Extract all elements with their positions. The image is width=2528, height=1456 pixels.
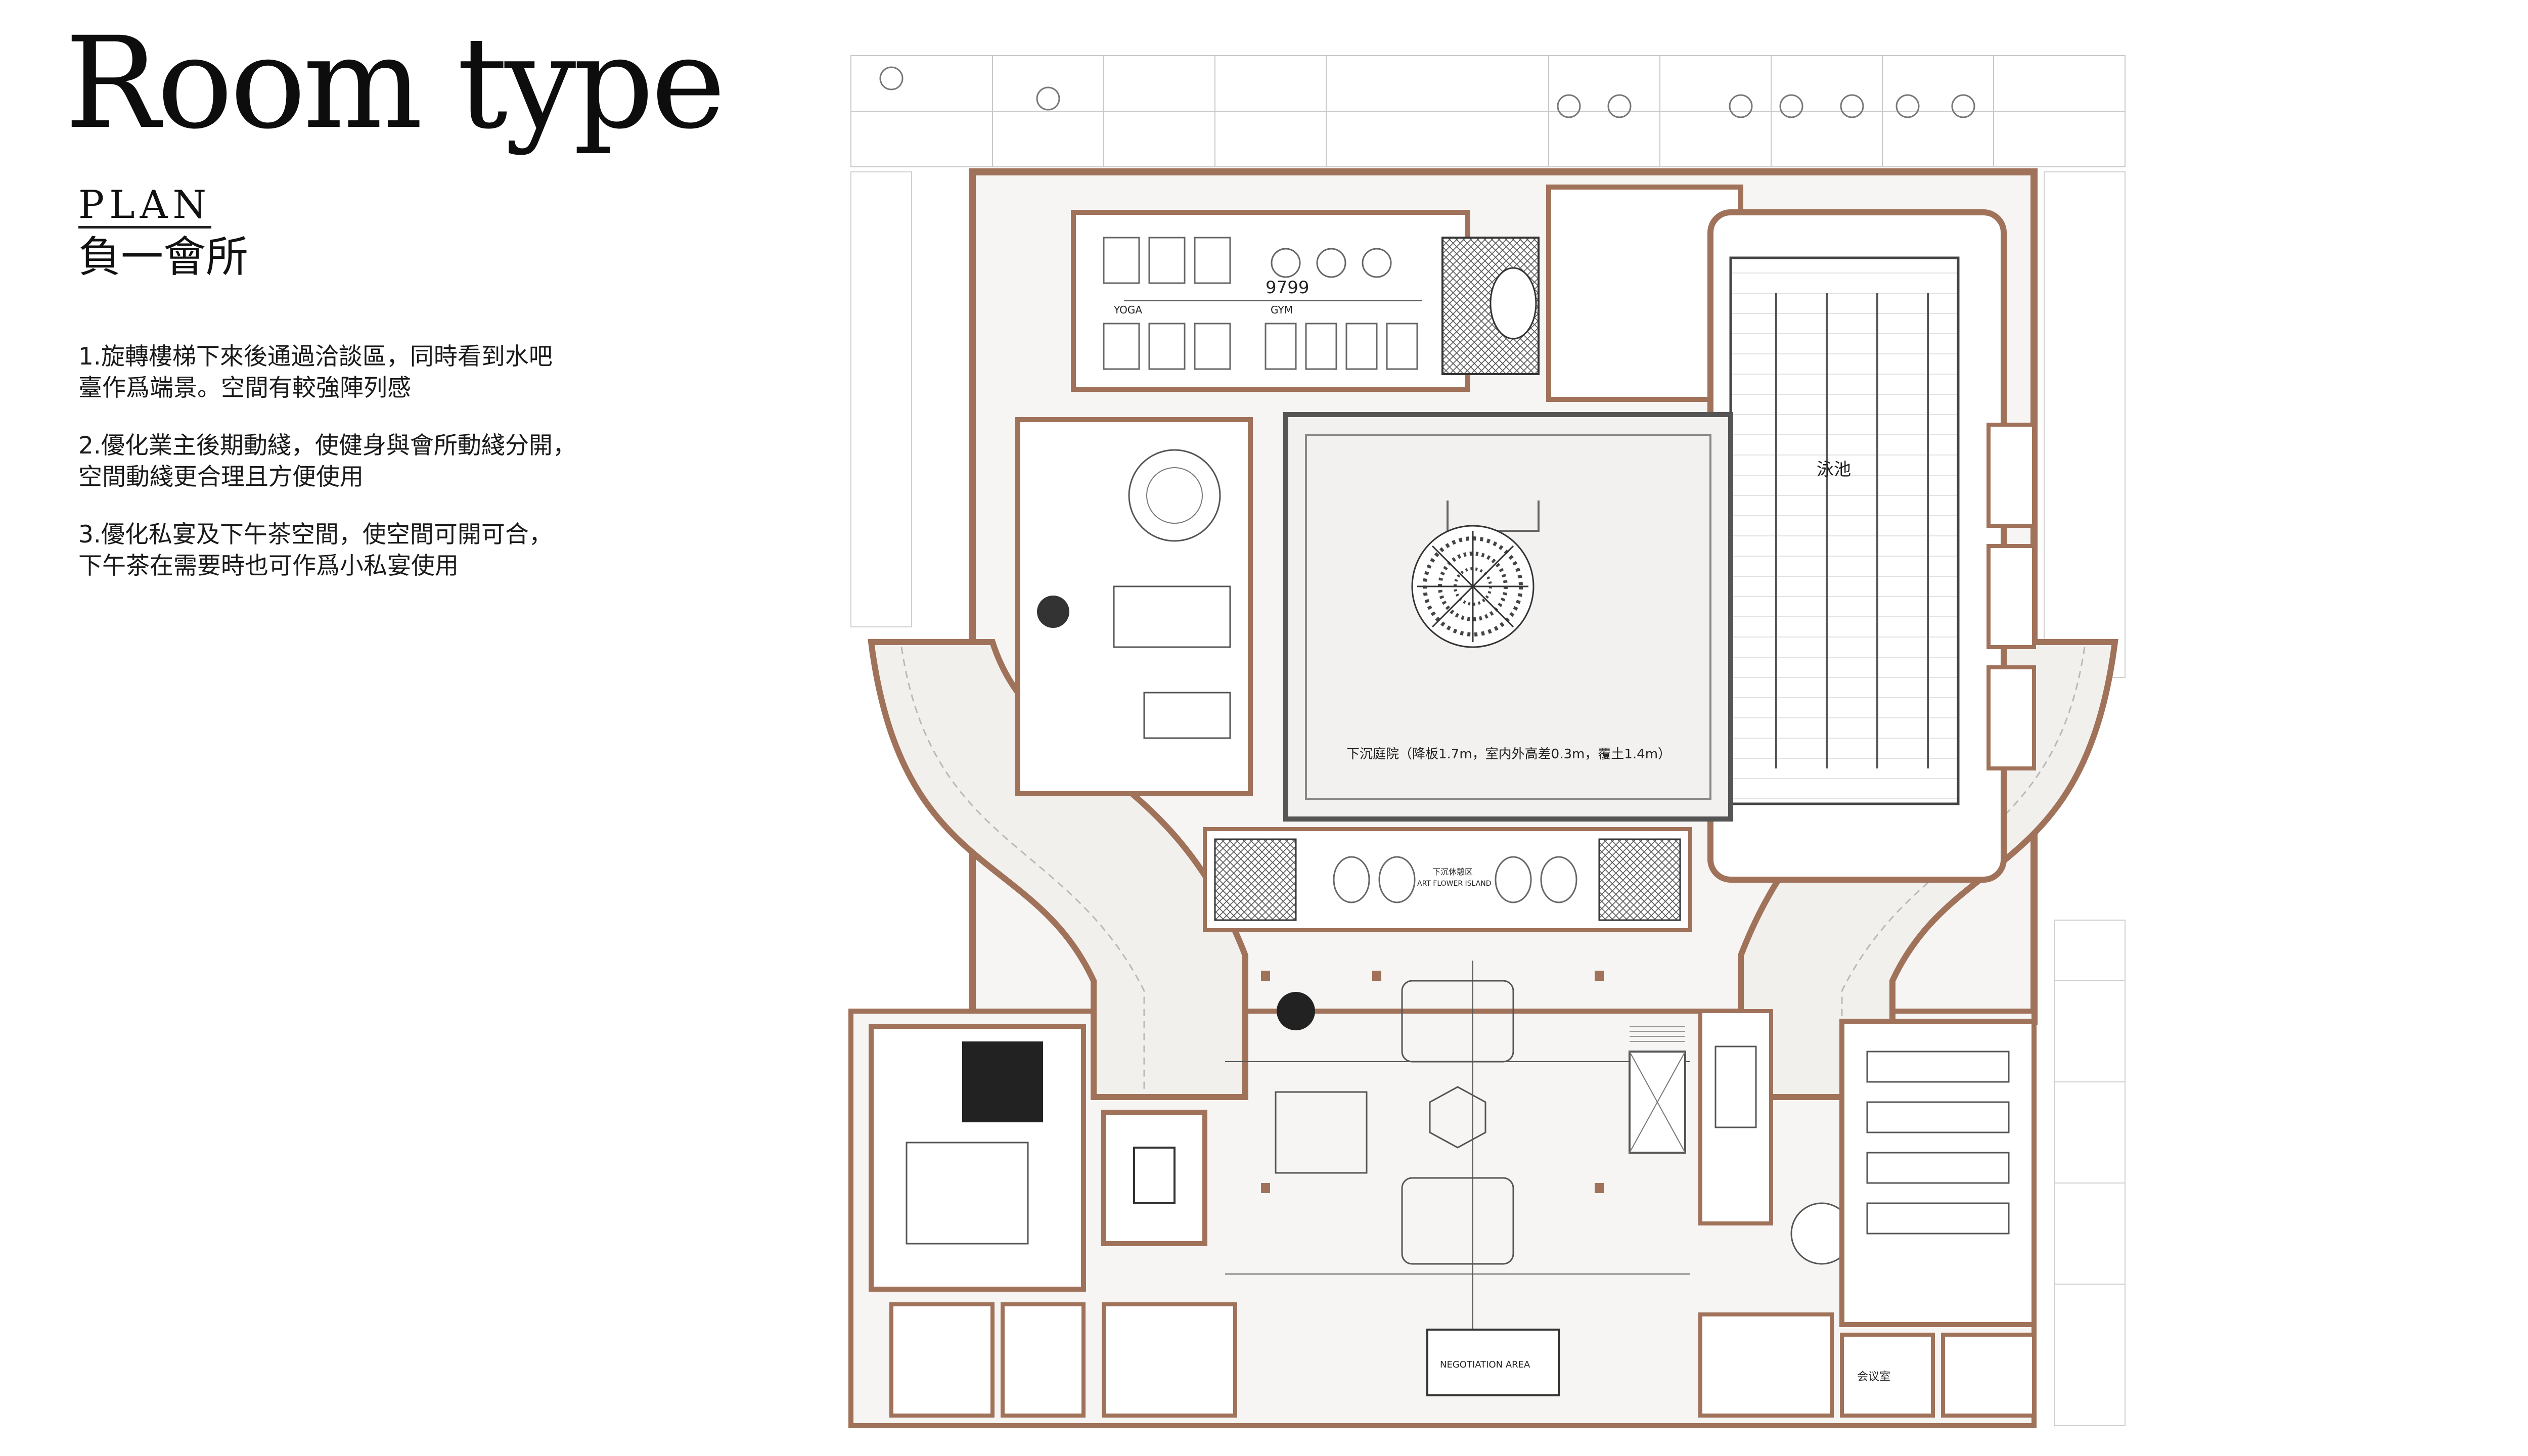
plan-subtitle: 負一會所 bbox=[78, 232, 249, 282]
note-line: 空間動綫更合理且方便使用 bbox=[78, 463, 364, 491]
plant-icon bbox=[1037, 596, 1069, 628]
art-flower-label: ART FLOWER ISLAND bbox=[1417, 880, 1492, 888]
pool-label: 泳池 bbox=[1817, 460, 1851, 480]
note-line: 1.旋轉樓梯下來後通過洽談區，同時看到水吧 bbox=[78, 343, 553, 371]
courtyard-label: 下沉庭院（降板1.7m，室内外高差0.3m，覆土1.4m） bbox=[1346, 747, 1671, 762]
design-notes: 1.旋轉樓梯下來後通過洽談區，同時看到水吧 臺作爲端景。空間有較強陣列感 2.優… bbox=[78, 341, 645, 608]
note-line: 3.優化私宴及下午茶空間，使空間可開可合， bbox=[78, 521, 553, 549]
floor-plan: 9799 YOGA GYM 泳池 下沉庭院（降板1.7m，室内外高差0.3m，覆… bbox=[841, 20, 2133, 1436]
note-item: 3.優化私宴及下午茶空間，使空間可開可合， 下午茶在需要時也可作爲小私宴使用 bbox=[78, 519, 645, 582]
negotiation-label: NEGOTIATION AREA bbox=[1440, 1359, 1530, 1370]
negotiation-area bbox=[1426, 1329, 1560, 1396]
round-table bbox=[1128, 449, 1221, 542]
note-line: 2.優化業主後期動綫，使健身與會所動綫分開， bbox=[78, 432, 576, 460]
bar-counter bbox=[1101, 1110, 1207, 1246]
plant-icon bbox=[1277, 992, 1315, 1030]
sofa-set bbox=[1113, 585, 1231, 648]
meeting-room bbox=[1840, 1333, 1935, 1418]
stair-dark bbox=[962, 1041, 1043, 1122]
note-line: 下午茶在需要時也可作爲小私宴使用 bbox=[78, 552, 459, 580]
office-room bbox=[1839, 1019, 2037, 1327]
note-item: 1.旋轉樓梯下來後通過洽談區，同時看到水吧 臺作爲端景。空間有較強陣列感 bbox=[78, 341, 645, 404]
lounge-furniture bbox=[1275, 980, 1514, 1265]
page-title: Room type bbox=[65, 10, 726, 157]
note-item: 2.優化業主後期動綫，使健身與會所動綫分開， 空間動綫更合理且方便使用 bbox=[78, 430, 645, 493]
gym-label: GYM bbox=[1271, 304, 1293, 316]
columns bbox=[1261, 971, 1604, 1193]
parking-grid-top bbox=[850, 55, 2126, 167]
sunken-rest-label: 下沉休憩区 bbox=[1432, 867, 1473, 877]
swimming-pool bbox=[1729, 256, 1960, 805]
note-line: 臺作爲端景。空間有較強陣列感 bbox=[78, 374, 411, 402]
tree-icon bbox=[1411, 525, 1534, 648]
charging-icons bbox=[879, 66, 1975, 118]
plan-label: PLAN bbox=[78, 185, 211, 229]
meeting-room-label: 会议室 bbox=[1857, 1371, 1890, 1383]
dimension-text: 9799 bbox=[1266, 278, 1310, 298]
yoga-label: YOGA bbox=[1113, 304, 1142, 316]
